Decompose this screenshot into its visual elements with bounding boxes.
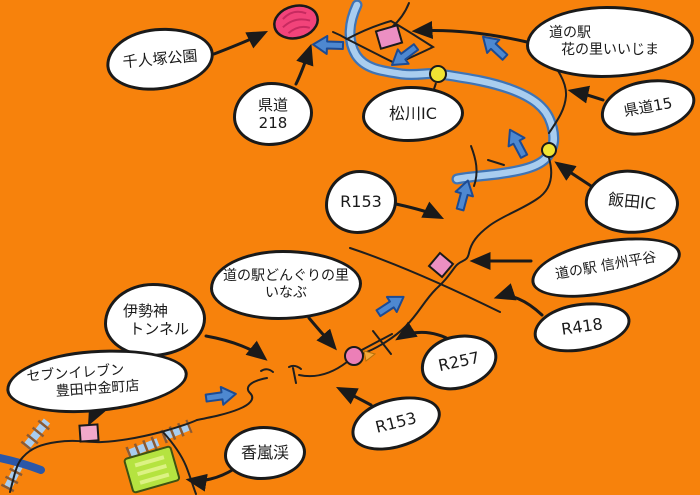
ramp-road <box>470 145 478 187</box>
label-shinshu-hiraya: 道の駅 信州平谷 <box>554 249 658 284</box>
bubble-kendo-218: 県道 218 <box>233 82 313 146</box>
arrow-isegami <box>204 334 268 361</box>
label-matsukawa-ic: 松川IC <box>389 104 437 124</box>
tunnel-s-curve <box>196 377 268 421</box>
bubble-korankei: 香嵐渓 <box>224 426 306 480</box>
direction-arrow <box>311 34 345 56</box>
korankei-green-area <box>123 445 181 494</box>
label-isegami-line1: 伊勢神 <box>123 301 169 320</box>
tunnel-portal <box>260 368 274 373</box>
label-iida-ic: 飯田IC <box>607 189 657 214</box>
arrow-inabu <box>307 316 337 351</box>
arrow-r153-north <box>394 201 445 220</box>
label-kendo-218-line2: 218 <box>258 114 288 132</box>
arrow-iijima <box>411 21 529 44</box>
small-orange-arrow <box>363 350 377 362</box>
label-inabu-line1: 道の駅どんぐりの里 <box>223 267 349 284</box>
interchange-marker-matsukawa <box>429 65 447 83</box>
bubble-matsukawa-ic: 松川IC <box>362 86 464 142</box>
label-r153-south: R153 <box>373 408 419 437</box>
label-korankei: 香嵐渓 <box>240 443 289 463</box>
label-kendo-218-line1: 県道 <box>257 95 288 114</box>
arrow-kendo-218 <box>294 43 314 86</box>
label-r257: R257 <box>436 348 482 376</box>
label-iijima-line2: 花の里いいじま <box>561 42 659 58</box>
junction-marker-inabu <box>344 346 364 366</box>
store-marker-seven-eleven <box>78 423 100 443</box>
arrow-r418 <box>493 283 544 317</box>
bubble-r153-north: R153 <box>325 170 397 234</box>
direction-arrow <box>372 288 410 322</box>
station-marker-iijima <box>374 24 404 50</box>
bubble-donguri-no-sato-inabu: 道の駅どんぐりの里 いなぶ <box>210 250 362 320</box>
arrow-r153-south <box>335 386 373 407</box>
junction-diamond <box>344 19 436 66</box>
label-iijima-line1: 道の駅 <box>549 24 591 41</box>
direction-arrow <box>501 124 533 162</box>
road-west-of-junction <box>298 361 348 378</box>
route-418-diagonal <box>349 247 501 313</box>
station-marker-hiraya <box>427 251 455 279</box>
tunnel-portal <box>288 364 302 370</box>
bubble-hananosato-iijima: 道の駅 花の里いいじま <box>526 6 694 78</box>
river-band <box>0 454 45 474</box>
label-sennin-zuka-park: 千人塚公園 <box>121 46 199 72</box>
arrow-korankei <box>185 467 236 492</box>
label-r418: R418 <box>560 314 604 340</box>
label-isegami-line2: トンネル <box>129 320 189 338</box>
label-r153-north: R153 <box>340 192 382 212</box>
arrow-sennin-zuka <box>212 30 269 56</box>
label-inabu-line2: いなぶ <box>265 285 307 301</box>
expressway-road <box>344 0 560 185</box>
railway-bridge <box>0 416 193 493</box>
direction-arrow <box>203 384 239 408</box>
interchange-marker-iida <box>541 142 557 158</box>
arrow-kendo-15 <box>567 85 605 104</box>
sennin-zuka-pond <box>273 4 319 40</box>
label-kendo-15: 県道15 <box>622 93 674 120</box>
poi-markers <box>78 24 557 443</box>
